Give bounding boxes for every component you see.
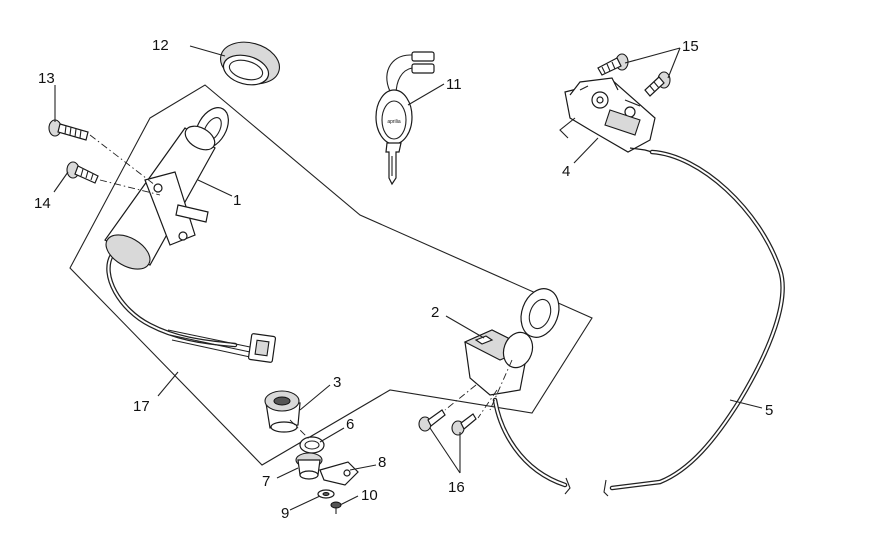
- callout-17: 17: [133, 398, 150, 415]
- key-fob-brand: aprilia: [387, 119, 401, 125]
- seat-key-switch: [444, 288, 571, 495]
- callout-1: 1: [233, 192, 241, 209]
- seat-lock: [559, 77, 656, 153]
- seat-lock-cable: [603, 149, 785, 497]
- callout-16: 16: [448, 479, 465, 496]
- ignition-key: aprilia: [375, 51, 435, 186]
- screw-15a: [597, 53, 629, 76]
- callout-3: 3: [333, 374, 341, 391]
- screw-15b: [644, 71, 671, 97]
- lock-barrel: [264, 390, 301, 433]
- rubber-grommet: [220, 41, 280, 86]
- callout-9: 9: [281, 505, 289, 522]
- leader-lines: [53, 45, 763, 511]
- callout-8: 8: [378, 454, 386, 471]
- callout-11: 11: [446, 76, 462, 93]
- bushing: [295, 452, 323, 480]
- screw-10: [330, 501, 342, 514]
- ignition-switch-body: [104, 107, 277, 363]
- kit-outline: [69, 84, 593, 466]
- screw-16a: [418, 409, 446, 432]
- callout-2: 2: [431, 304, 439, 321]
- bolt-14: [66, 161, 99, 184]
- callout-6: 6: [346, 416, 354, 433]
- callout-5: 5: [765, 402, 773, 419]
- callout-10: 10: [361, 487, 378, 504]
- bolt-13: [48, 119, 89, 141]
- callout-7: 7: [262, 473, 270, 490]
- o-ring: [299, 436, 325, 454]
- callout-14: 14: [34, 195, 51, 212]
- washer: [317, 489, 335, 499]
- callout-15: 15: [682, 38, 699, 55]
- screw-16b: [451, 413, 477, 436]
- callout-labels: 1 2 3 4 5 6 7 8 9 10 11 12 13 14 15 16 1…: [34, 37, 773, 522]
- callout-13: 13: [38, 70, 55, 87]
- lock-lever: [319, 461, 359, 486]
- callout-12: 12: [152, 37, 169, 54]
- callout-4: 4: [562, 163, 570, 180]
